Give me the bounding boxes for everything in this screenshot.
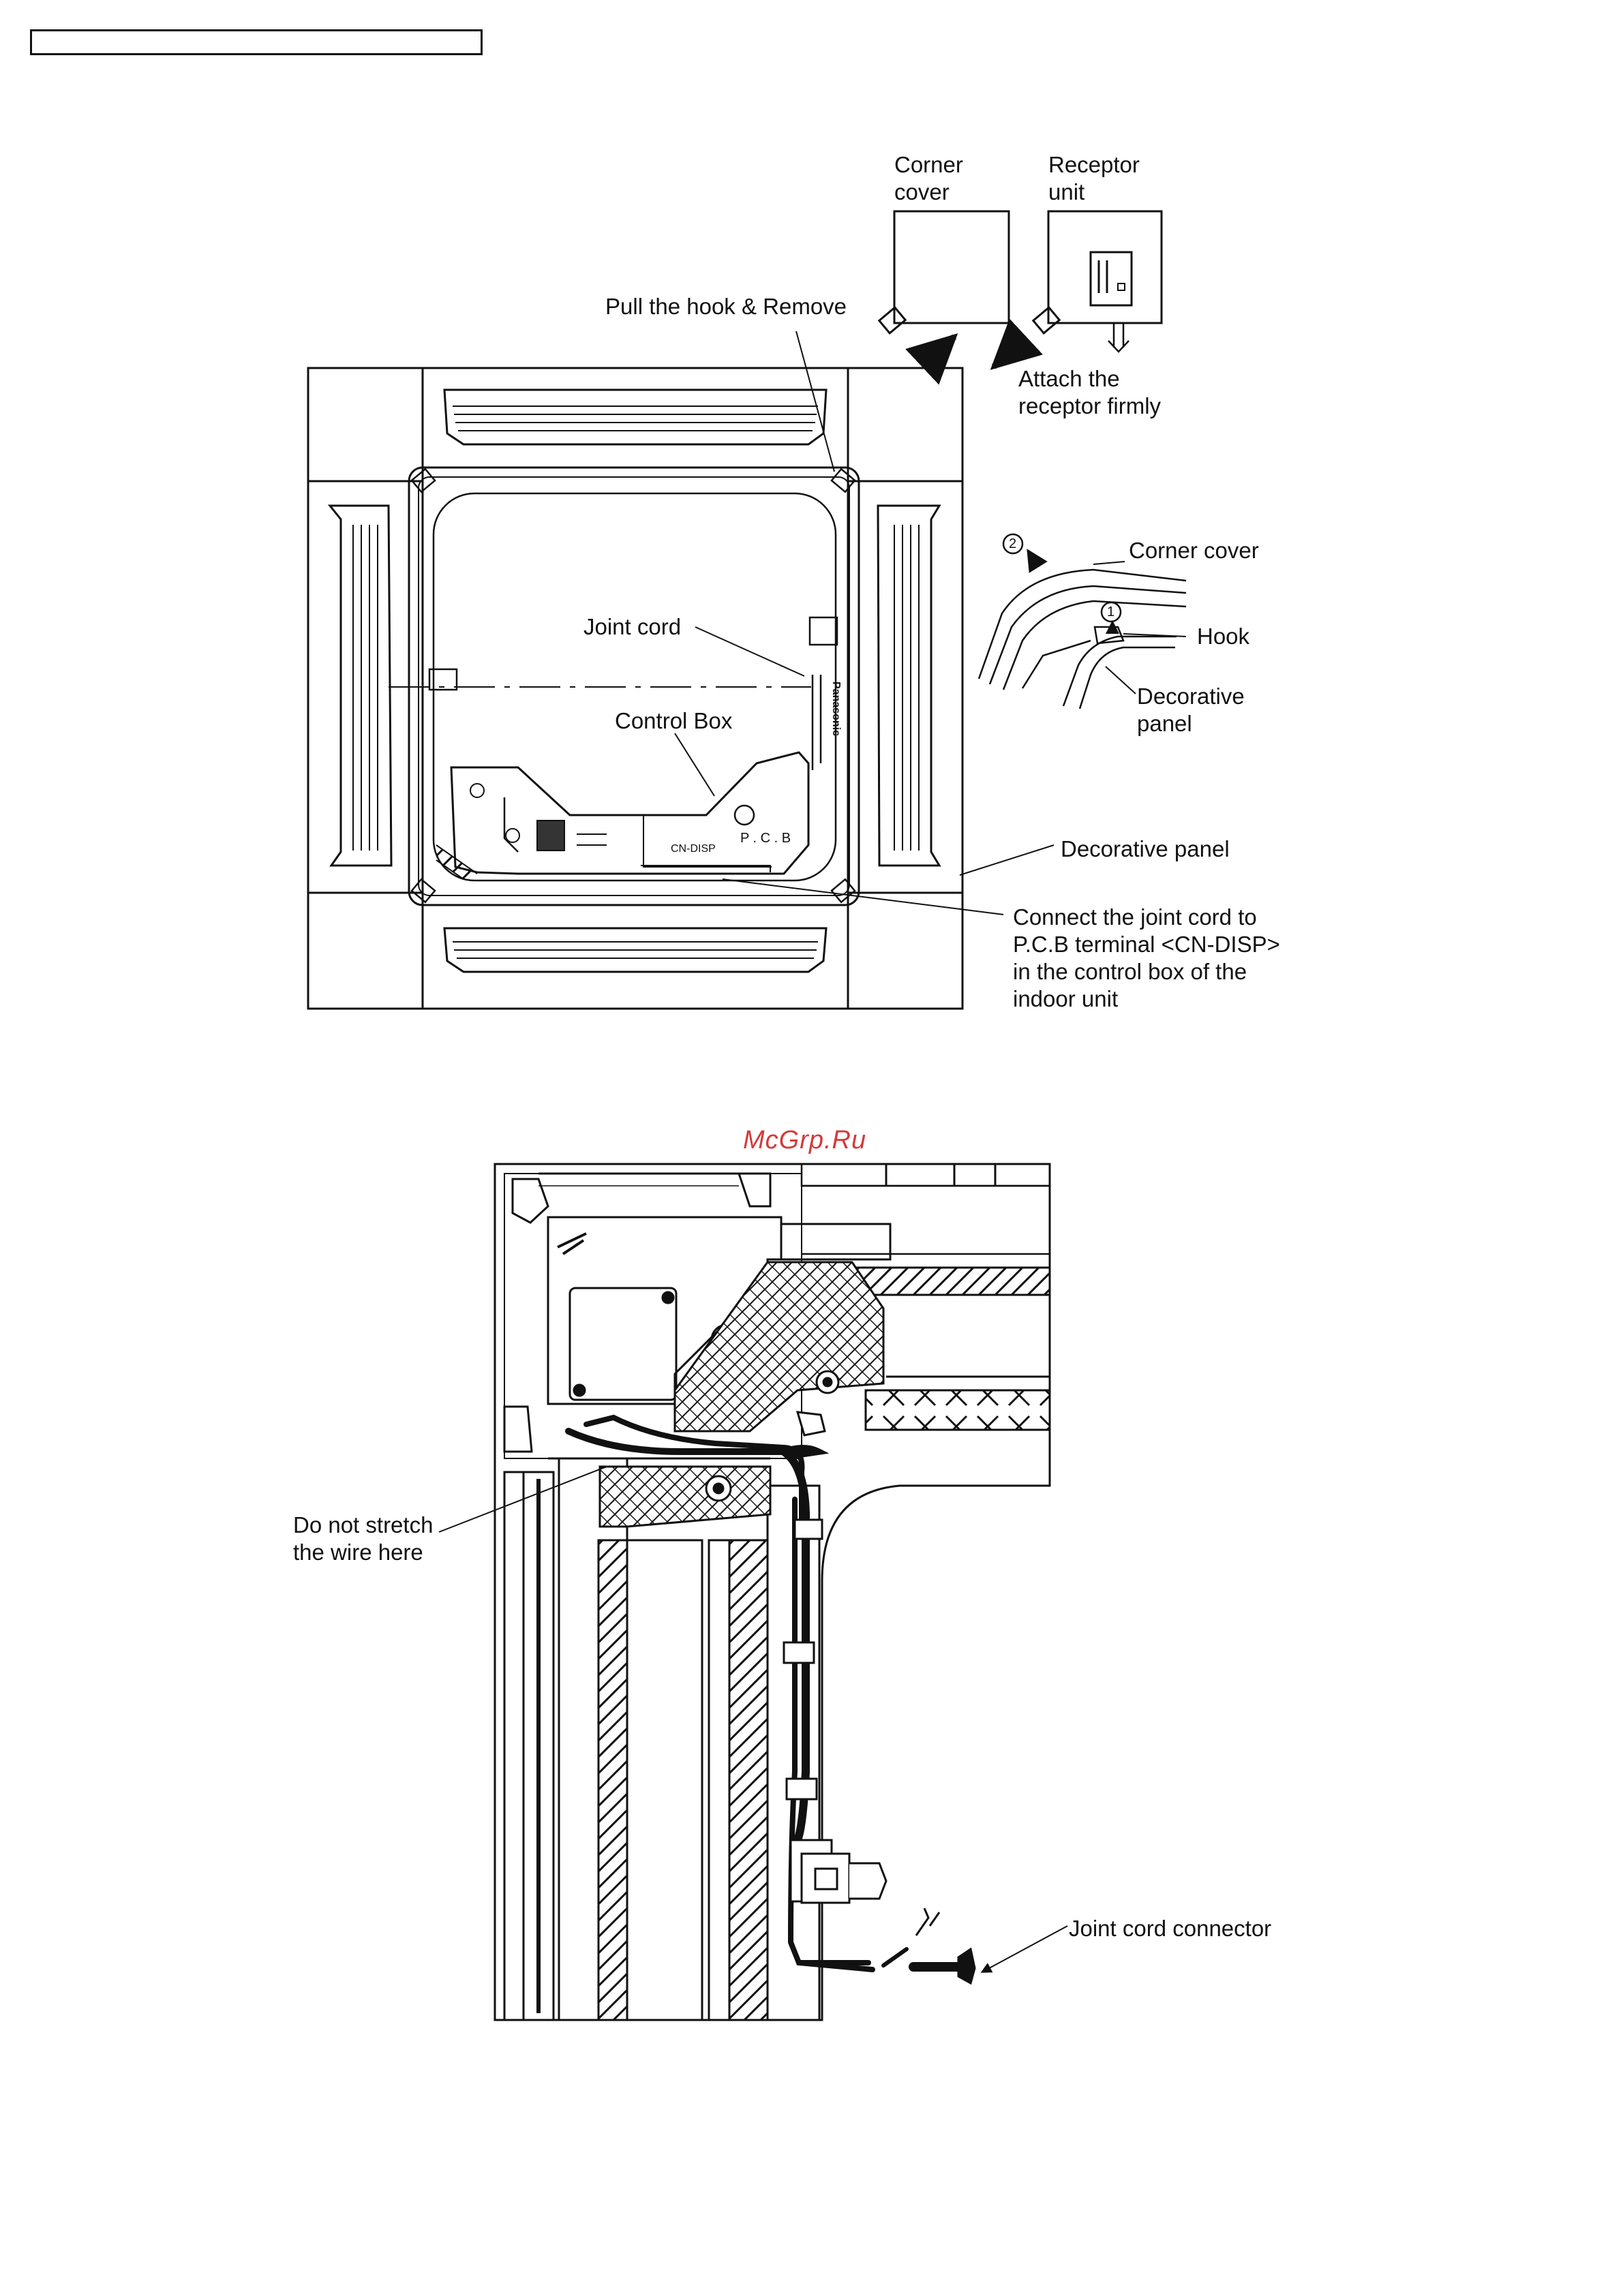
joint-cord-connector-label: Joint cord connector bbox=[1069, 1916, 1272, 1941]
panel-figure bbox=[307, 367, 964, 1010]
pcb-label: P . C . B bbox=[740, 831, 791, 846]
watermark: McGrp.Ru bbox=[743, 1126, 867, 1154]
leader-lines-top bbox=[674, 331, 1187, 915]
step-2-label: 2 bbox=[1009, 536, 1017, 551]
corner-cover-box bbox=[877, 210, 1010, 335]
step-1-label: 1 bbox=[1107, 604, 1115, 619]
control-box-label: Control Box bbox=[615, 708, 733, 733]
cn-disp-label: CN-DISP bbox=[671, 843, 716, 855]
pull-hook-label: Pull the hook & Remove bbox=[605, 294, 847, 319]
corner-cover-detail-label: Corner cover bbox=[1129, 538, 1259, 563]
receptor-unit-box bbox=[1031, 210, 1163, 353]
hook-detail bbox=[977, 533, 1187, 709]
joint-cord-label: Joint cord bbox=[583, 614, 682, 639]
hook-label: Hook bbox=[1197, 624, 1250, 649]
decorative-panel-label: Decorative panel bbox=[1061, 836, 1230, 861]
brand-label: Panasonic bbox=[830, 682, 842, 737]
header-box bbox=[30, 29, 483, 55]
leader-lines-bottom bbox=[438, 1466, 1068, 1973]
removal-arrows bbox=[905, 318, 1043, 385]
wiring-figure bbox=[494, 1163, 1051, 2021]
wire-clamps bbox=[783, 1411, 976, 1985]
